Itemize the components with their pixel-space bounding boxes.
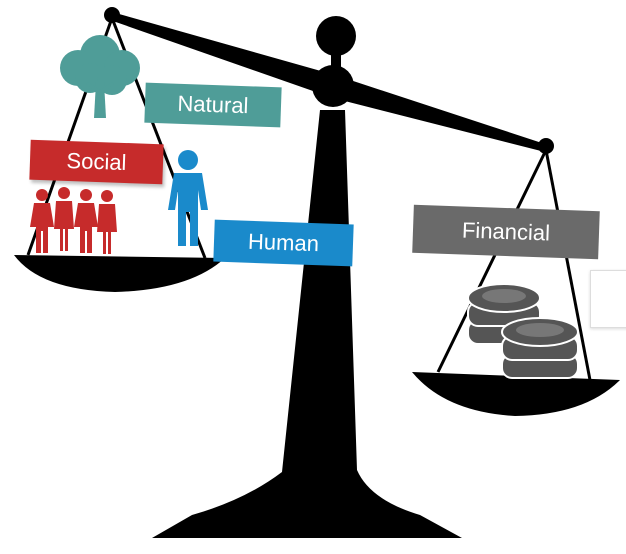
scale-beam: [104, 7, 554, 154]
natural-capital-label: Natural: [144, 82, 282, 128]
person-icon: [168, 150, 208, 246]
coin-stack-icon: [467, 283, 579, 379]
human-capital-label: Human: [213, 219, 354, 267]
scale-stand: [152, 16, 462, 538]
people-group-icon: [30, 187, 117, 254]
right-pan: [412, 149, 620, 416]
tree-icon: [60, 35, 140, 118]
social-capital-label: Social: [29, 139, 164, 185]
blank-card: [590, 270, 626, 328]
financial-capital-label: Financial: [412, 204, 600, 260]
